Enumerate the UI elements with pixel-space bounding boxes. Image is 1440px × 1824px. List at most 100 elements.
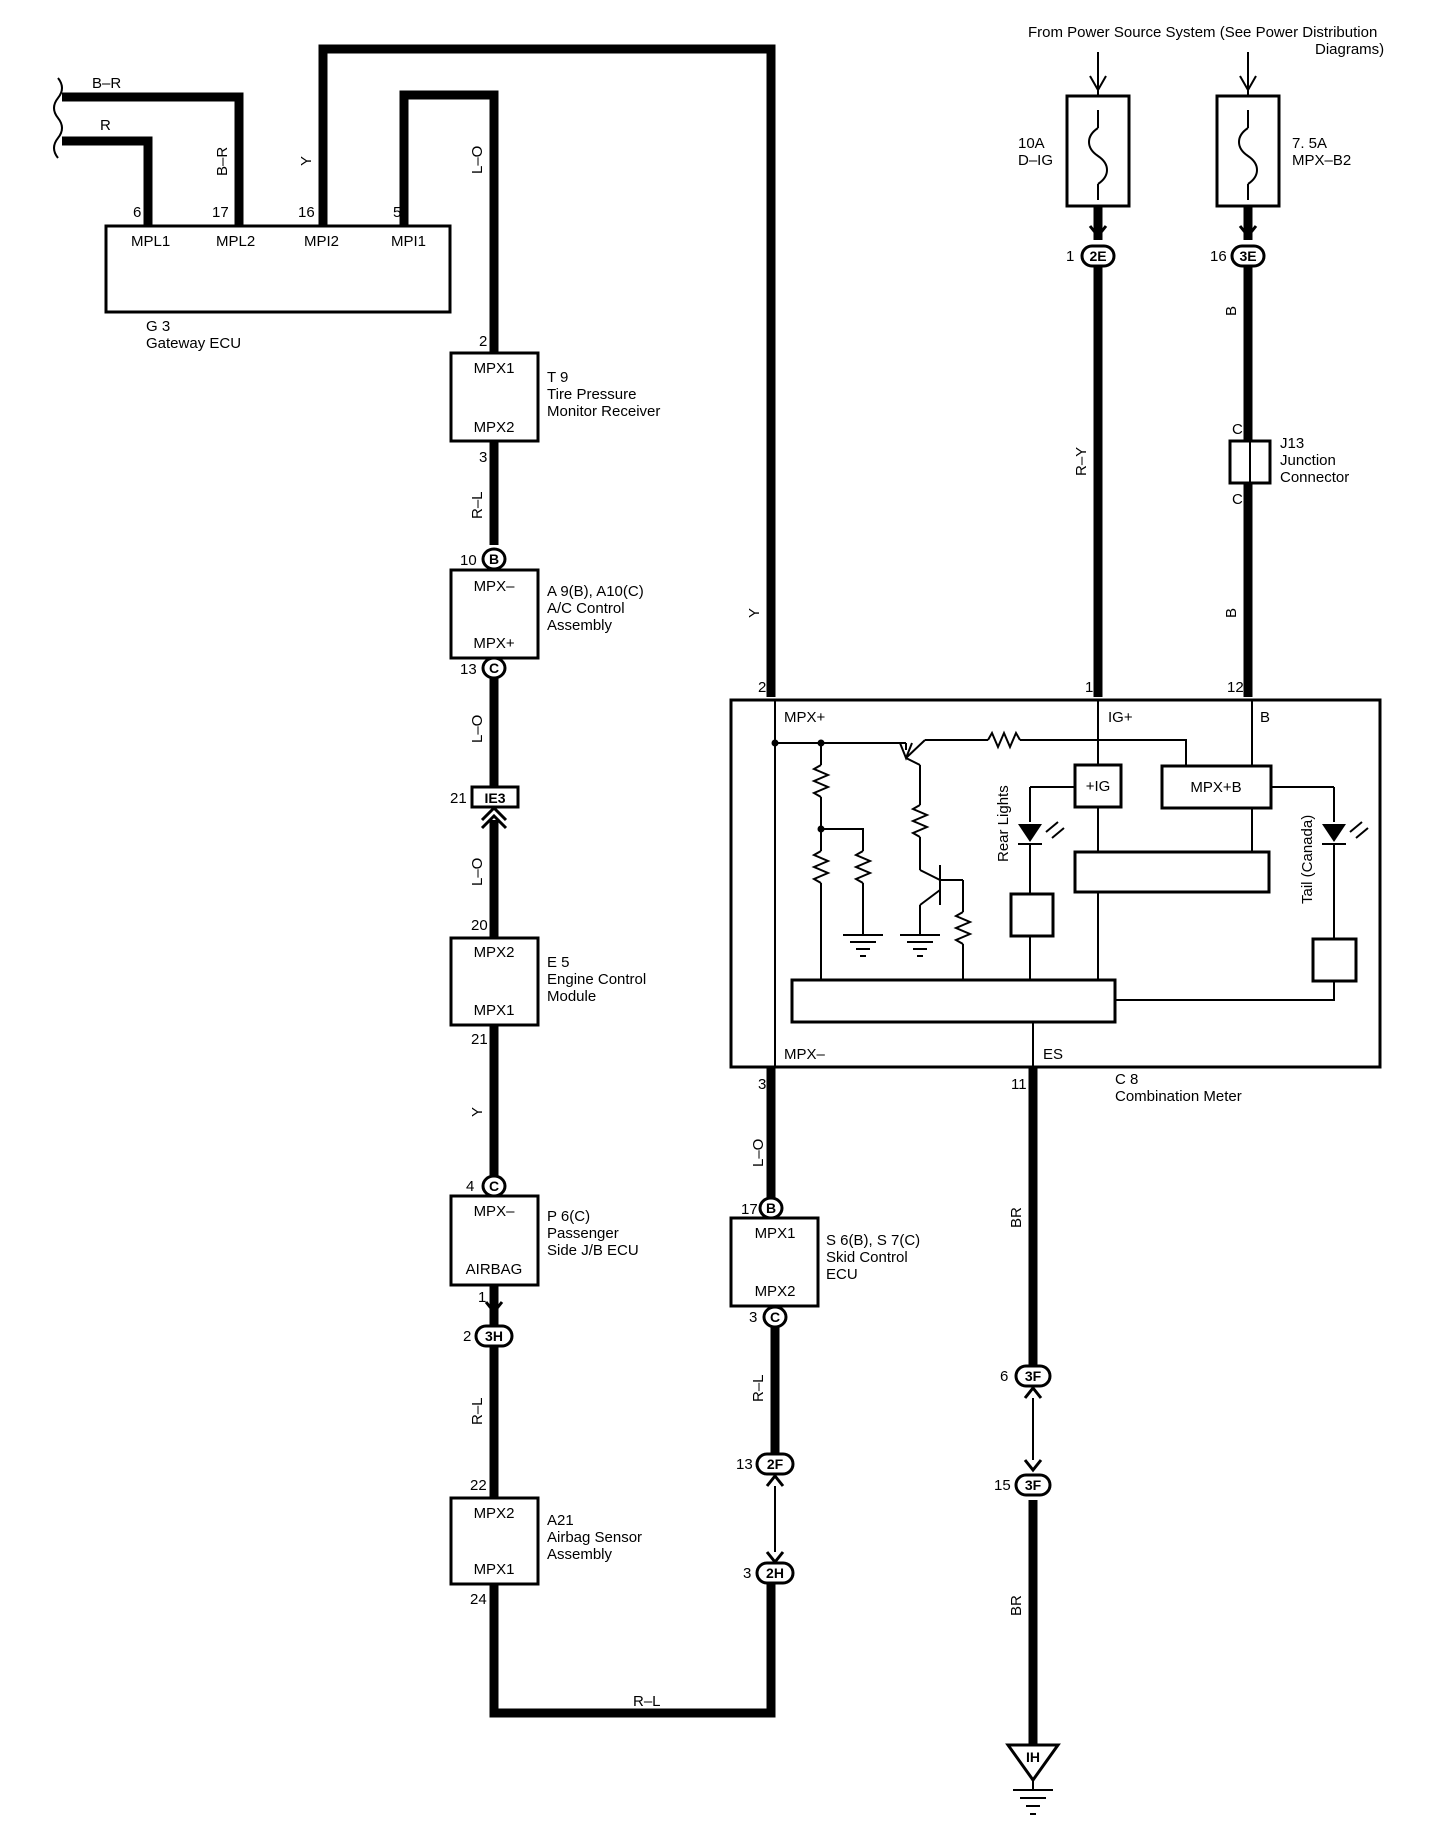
pin-number: 1 xyxy=(1066,248,1074,265)
component-id: P 6(C) xyxy=(547,1208,590,1225)
ground-code: IH xyxy=(1026,1749,1040,1765)
pin-label-mpi1: MPI1 xyxy=(391,233,426,250)
meter-block xyxy=(790,978,1117,1024)
pin-number: 5 xyxy=(393,204,401,221)
terminal-label: IG+ xyxy=(1108,709,1133,726)
pin-number: 2 xyxy=(758,679,766,696)
connector-arrow-icon xyxy=(480,805,508,830)
wire-l-o-gateway xyxy=(399,90,499,353)
wire-color: B–R xyxy=(214,147,231,176)
wire-color: Y xyxy=(746,608,763,618)
component-id: S 6(B), S 7(C) xyxy=(826,1232,920,1249)
resistor-icon xyxy=(853,850,873,884)
pin-number: 4 xyxy=(466,1178,474,1195)
ig-label: +IG xyxy=(1086,778,1111,795)
resistor-icon xyxy=(811,764,831,798)
connector-code: B xyxy=(766,1200,776,1216)
component-id: G 3 xyxy=(146,318,170,335)
wire-color: BR xyxy=(1008,1595,1025,1616)
tail-canada-label: Tail (Canada) xyxy=(1299,815,1316,904)
ground-icon xyxy=(900,934,940,957)
meter-internal-line xyxy=(1115,981,1335,1001)
component-name: Monitor Receiver xyxy=(547,403,660,420)
led-triangle xyxy=(1322,824,1346,842)
pin-label: AIRBAG xyxy=(466,1261,523,1278)
pin-number: 17 xyxy=(741,1201,758,1218)
component-name: Tire Pressure xyxy=(547,386,636,403)
component-name: Module xyxy=(547,988,596,1005)
wire-color: L–O xyxy=(750,1139,767,1167)
component-name: Side J/B ECU xyxy=(547,1242,639,1259)
component-name: Assembly xyxy=(547,617,613,634)
combination-meter: MPX+ IG+ B MPX– ES 2 1 12 3 11 C 8 Combi… xyxy=(729,679,1382,1105)
wire-color: R–L xyxy=(750,1374,767,1402)
component-name: Passenger xyxy=(547,1225,619,1242)
connector-circle xyxy=(481,1174,507,1198)
pin-label: MPX1 xyxy=(474,360,515,377)
wire-color: B xyxy=(1223,306,1240,316)
connector-2e: 2E 1 xyxy=(1066,225,1116,268)
connector-arrow-icon xyxy=(484,1301,504,1315)
pin-number: 1 xyxy=(478,1289,486,1306)
connector-code: 2E xyxy=(1089,248,1106,264)
component-id: A 9(B), A10(C) xyxy=(547,583,644,600)
fuse-symbol-icon xyxy=(1238,127,1258,185)
terminal-label: ES xyxy=(1043,1046,1063,1063)
terminal-label: MPX– xyxy=(784,1046,826,1063)
component-name: A/C Control xyxy=(547,600,625,617)
junction-pin: C xyxy=(1232,491,1243,508)
pin-label-mpl2: MPL2 xyxy=(216,233,255,250)
component-name: Engine Control xyxy=(547,971,646,988)
connector-arrow-icon xyxy=(1238,225,1258,239)
connector-code: 2H xyxy=(766,1565,784,1581)
pin-label: MPX+ xyxy=(473,635,515,652)
component-name: Skid Control xyxy=(826,1249,908,1266)
junction-pin: C xyxy=(1232,421,1243,438)
pin-label-mpl1: MPL1 xyxy=(131,233,170,250)
connector-oval xyxy=(1230,244,1266,268)
wire-color: L–O xyxy=(469,715,486,743)
pin-label: MPX1 xyxy=(474,1561,515,1578)
pin-number: 3 xyxy=(743,1565,751,1582)
terminal-label: B xyxy=(1260,709,1270,726)
resistor-icon xyxy=(987,730,1021,750)
wire-color: B xyxy=(1223,608,1240,618)
wire-r xyxy=(62,136,153,226)
led-triangle xyxy=(1018,824,1042,842)
connector-arrow-icon xyxy=(1088,225,1108,239)
wire-color-labels: B–R R B–R Y L–O R–L L–O L–O Y R–L Y R–Y … xyxy=(92,75,1240,1710)
fuse-amp: 10A xyxy=(1018,135,1045,152)
pin-label: MPX– xyxy=(474,578,516,595)
pin-number: 11 xyxy=(1011,1076,1027,1093)
component-name: Gateway ECU xyxy=(146,335,241,352)
ground-triangle-icon xyxy=(1005,1743,1061,1783)
connector-code: 3F xyxy=(1025,1368,1042,1384)
pin-label: MPX2 xyxy=(755,1283,796,1300)
pin-label: MPX1 xyxy=(474,1002,515,1019)
ground-icon xyxy=(843,934,883,957)
wire-color: R–L xyxy=(469,491,486,519)
pin-number: 13 xyxy=(736,1456,753,1473)
connector-2h: 2H 3 xyxy=(743,1551,795,1585)
engine-control-module: MPX2 MPX1 20 21 E 5 Engine Control Modul… xyxy=(449,917,646,1048)
component-id: A21 xyxy=(547,1512,574,1529)
transistor-icon xyxy=(899,739,926,766)
component-box xyxy=(449,1194,540,1287)
pin-number: 3 xyxy=(479,449,487,466)
wire-color: BR xyxy=(1008,1207,1025,1228)
wire-color: R–L xyxy=(633,1693,661,1710)
gateway-ecu: MPL1 MPL2 MPI2 MPI1 6 17 16 5 G 3 Gatewa… xyxy=(104,204,452,352)
pin-label: MPX2 xyxy=(474,944,515,961)
pin-number: 17 xyxy=(212,204,229,221)
wire-color: Y xyxy=(469,1107,486,1117)
wire-color: B–R xyxy=(92,75,121,92)
connector-3e: 3E 16 xyxy=(1210,225,1266,268)
connector-arrow-icon xyxy=(765,1551,785,1565)
fuse-7-5a: 7. 5A MPX–B2 xyxy=(1215,52,1351,240)
mpx-b-box xyxy=(1160,764,1273,810)
fuse-amp: 7. 5A xyxy=(1292,135,1327,152)
pin-number: 16 xyxy=(298,204,315,221)
driver-box xyxy=(1009,892,1055,938)
pin-number: 1 xyxy=(1085,679,1093,696)
